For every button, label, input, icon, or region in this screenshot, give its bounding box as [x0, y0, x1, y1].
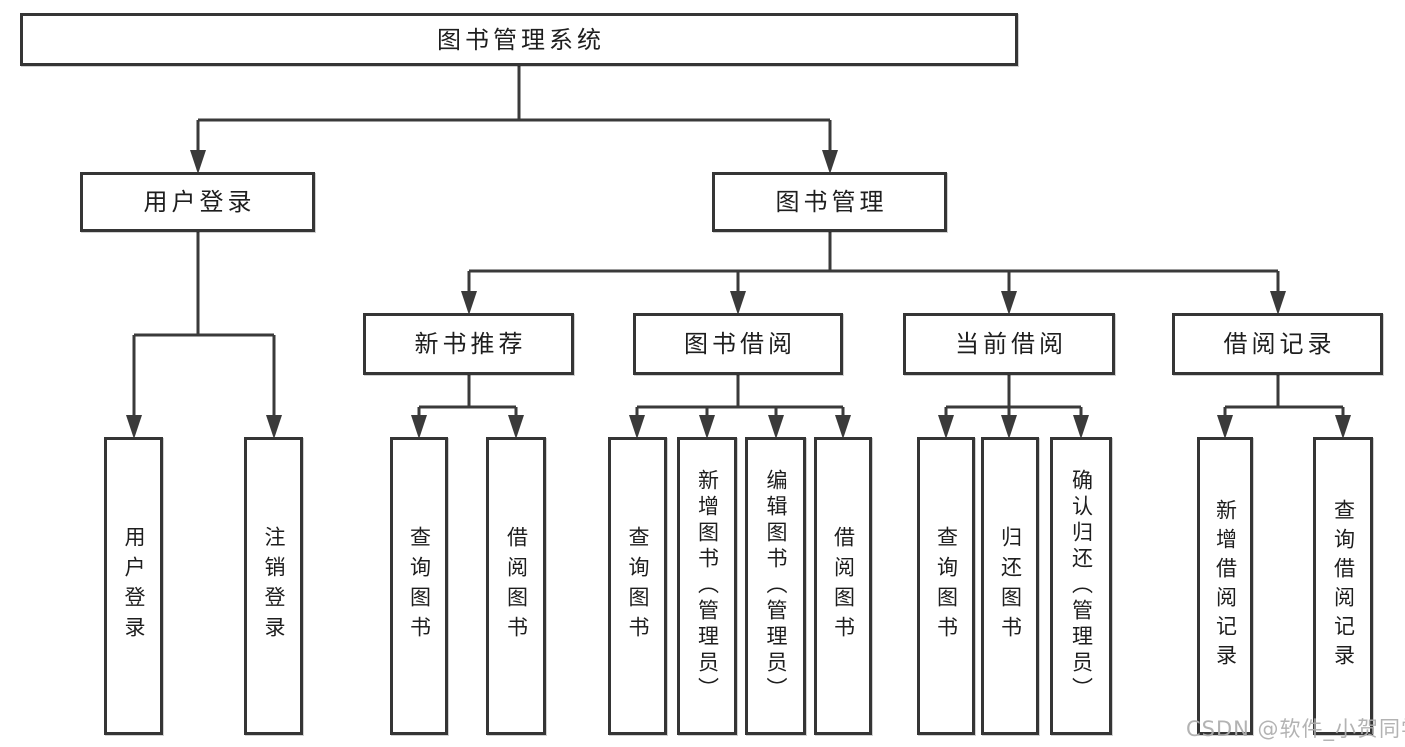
connector-root-to-level2 [190, 66, 838, 174]
node-leaf-query-borrow-record: 查询借阅记录 [1313, 437, 1373, 735]
connector-book-borrow-to-leaves [629, 375, 851, 439]
node-leaf-confirm-return-admin-label: 确认归还（管理员） [1069, 469, 1094, 703]
node-leaf-user-login: 用户登录 [104, 437, 163, 735]
node-borrow-records: 借阅记录 [1172, 313, 1383, 375]
node-user-login-group-label: 用户登录 [143, 188, 256, 216]
node-leaf-confirm-return-admin: 确认归还（管理员） [1050, 437, 1112, 735]
node-leaf-add-books-admin-label: 新增图书（管理员） [695, 469, 720, 703]
node-leaf-logout-label: 注销登录 [262, 526, 286, 646]
node-leaf-borrow-books-label: 借阅图书 [831, 526, 856, 646]
node-new-book-recommend-label: 新书推荐 [414, 330, 527, 358]
node-leaf-query-books-current-label: 查询图书 [934, 526, 959, 646]
connector-new-book-recommend-to-leaves [411, 375, 524, 439]
node-leaf-query-books-borrow-label: 查询图书 [626, 526, 650, 646]
node-leaf-borrow-books-recommend: 借阅图书 [486, 437, 546, 735]
node-book-management-group-label: 图书管理 [775, 188, 888, 216]
node-leaf-query-books-borrow: 查询图书 [608, 437, 667, 735]
node-leaf-return-books-label: 归还图书 [998, 526, 1023, 646]
node-root-label: 图书管理系统 [437, 25, 605, 54]
node-book-borrow: 图书借阅 [633, 313, 843, 375]
node-leaf-add-books-admin: 新增图书（管理员） [677, 437, 737, 735]
node-leaf-edit-books-admin-label: 编辑图书（管理员） [764, 469, 788, 703]
connector-user-login-to-leaves [126, 232, 282, 439]
node-new-book-recommend: 新书推荐 [363, 313, 574, 375]
node-leaf-borrow-books-recommend-label: 借阅图书 [504, 526, 529, 646]
node-user-login-group: 用户登录 [80, 172, 315, 232]
node-root: 图书管理系统 [20, 13, 1018, 66]
node-leaf-query-borrow-record-label: 查询借阅记录 [1331, 499, 1356, 673]
connector-book-management-to-level3 [461, 232, 1286, 315]
node-borrow-records-label: 借阅记录 [1223, 330, 1336, 358]
node-current-borrow-label: 当前借阅 [955, 330, 1067, 358]
connector-current-borrow-to-leaves [938, 375, 1089, 439]
node-leaf-query-books-recommend-label: 查询图书 [407, 526, 432, 646]
node-leaf-borrow-books: 借阅图书 [814, 437, 872, 735]
node-leaf-return-books: 归还图书 [981, 437, 1039, 735]
node-current-borrow: 当前借阅 [903, 313, 1115, 375]
node-leaf-query-books-current: 查询图书 [917, 437, 975, 735]
node-leaf-add-borrow-record: 新增借阅记录 [1197, 437, 1253, 735]
node-leaf-edit-books-admin: 编辑图书（管理员） [745, 437, 806, 735]
connector-borrow-records-to-leaves [1217, 375, 1351, 439]
watermark: CSDN @软件_小贺同学 [1186, 717, 1405, 741]
node-leaf-query-books-recommend: 查询图书 [390, 437, 448, 735]
node-leaf-logout: 注销登录 [244, 437, 303, 735]
node-book-borrow-label: 图书借阅 [684, 330, 796, 358]
node-leaf-user-login-label: 用户登录 [122, 526, 146, 646]
node-leaf-add-borrow-record-label: 新增借阅记录 [1213, 499, 1238, 673]
node-book-management-group: 图书管理 [712, 172, 947, 232]
